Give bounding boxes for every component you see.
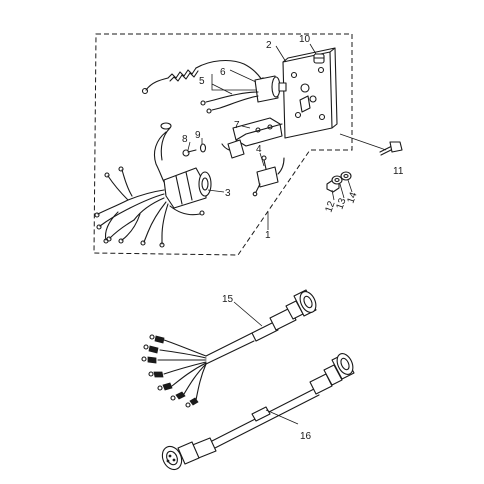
- stop-switch-lanyard: [141, 59, 287, 114]
- callout-1: 1: [265, 230, 271, 241]
- callout-9: 9: [195, 130, 201, 141]
- callout-6: 6: [220, 67, 226, 78]
- bolt: [339, 133, 403, 156]
- callout-7: 7: [234, 120, 240, 131]
- extension-harness: [141, 289, 317, 408]
- callout-15: 15: [222, 294, 234, 305]
- callout-12: 12: [323, 199, 337, 214]
- switch-bracket: [221, 117, 283, 159]
- callout-11: 11: [393, 166, 404, 177]
- callout-14: 14: [345, 190, 359, 205]
- nut-washers: [326, 171, 352, 193]
- callout-3: 3: [225, 188, 231, 199]
- callout-2: 2: [266, 40, 272, 51]
- callout-10: 10: [299, 34, 311, 45]
- callout-8: 8: [182, 134, 188, 145]
- extension-cable: [161, 353, 355, 471]
- callout-5: 5: [199, 76, 205, 87]
- main-switch-harness: [94, 122, 212, 248]
- callout-13: 13: [334, 196, 348, 211]
- callout-4: 4: [256, 144, 262, 155]
- callout-numbers: 1 2 3 4 5 6 7 8 9 10 11 12 13 14 15 16: [182, 34, 404, 442]
- bracket-plate: [282, 47, 338, 139]
- screw-washer: [182, 143, 207, 157]
- callout-16: 16: [300, 431, 312, 442]
- leader-lines: [187, 43, 353, 425]
- toggle-switch: [252, 155, 285, 197]
- assembly-boundary: [93, 33, 353, 256]
- cap-nut: [313, 53, 325, 64]
